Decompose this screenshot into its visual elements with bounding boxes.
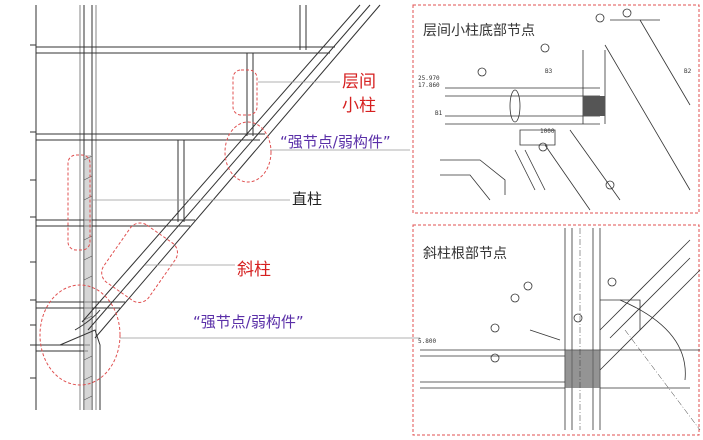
callout-short-column [232, 69, 258, 116]
label-short-column: 小柱 [342, 96, 376, 116]
bottom-panel-drawing [420, 228, 701, 430]
top-panel-frame [412, 4, 700, 214]
callout-upper-joint [224, 121, 272, 183]
elevation-5800: 5.800 [418, 338, 437, 345]
mark-b1: B1 [435, 110, 443, 117]
leader-lines [92, 81, 420, 339]
centerline [624, 329, 701, 431]
bottom-panel-hatch [565, 350, 600, 388]
top-panel-title: 层间小柱底部节点 [423, 23, 535, 39]
mark-b2: B2 [684, 68, 692, 75]
dim-1000: 1000 [540, 128, 555, 135]
level-ticks [30, 44, 36, 379]
callout-straight-column [67, 154, 91, 251]
mark-b3: B3 [545, 68, 553, 75]
column-hatch [84, 155, 92, 410]
bottom-panel-title: 斜柱根部节点 [423, 246, 507, 262]
red-dashed-callouts [39, 69, 272, 386]
label-straight-column: 直柱 [292, 190, 323, 208]
inclined-column [81, 4, 381, 339]
elevation-25970: 25.970 [418, 75, 440, 82]
floor-beams [36, 46, 335, 352]
top-panel-hatch [583, 96, 605, 116]
callout-inclined-column [101, 222, 178, 303]
callout-lower-joint [39, 284, 121, 386]
label-inclined-column: 斜柱 [237, 260, 271, 280]
label-strong-joint-upper: “强节点/弱构件” [280, 133, 391, 151]
top-panel-drawing [440, 8, 691, 211]
label-interstory: 层间 [342, 72, 376, 92]
label-strong-joint-lower: “强节点/弱构件” [193, 313, 304, 331]
elevation-17860: 17.860 [418, 82, 440, 89]
bottom-panel-frame [412, 224, 700, 436]
